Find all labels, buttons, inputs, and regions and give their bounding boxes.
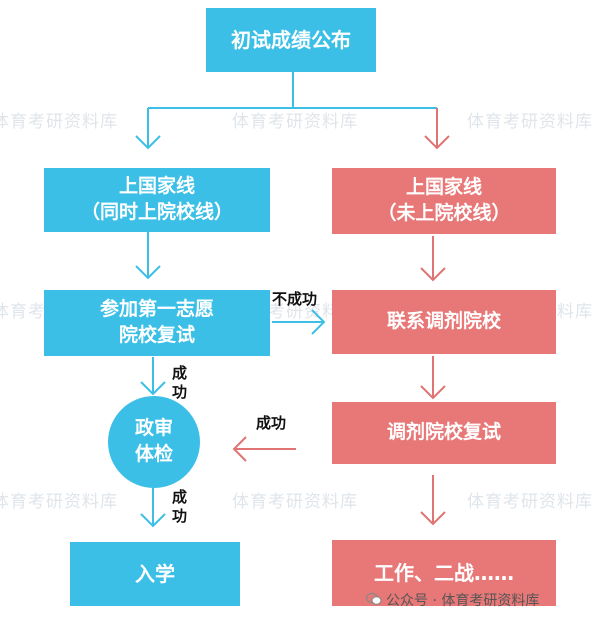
watermark-text: 体育考研资料库 xyxy=(0,492,118,512)
watermark-text: 体育考研资料库 xyxy=(467,492,593,512)
node-preliminary-results: 初试成绩公布 xyxy=(206,8,376,72)
node-adjustment-retest-label: 调剂院校复试 xyxy=(386,421,501,444)
node-contact-adjustment-label: 联系调剂院校 xyxy=(386,310,501,333)
node-first-choice-retest-line1: 参加第一志愿 xyxy=(99,298,214,321)
node-contact-adjustment: 联系调剂院校 xyxy=(332,290,556,354)
node-preliminary-results-label: 初试成绩公布 xyxy=(231,27,351,52)
footer-source: 公众号 · 体育考研资料库 xyxy=(386,593,540,609)
edge-label-success-1-char1: 成 xyxy=(172,364,188,382)
arrow-top-to-right xyxy=(424,108,450,150)
arrow-success-to-circle xyxy=(232,436,296,462)
node-work-or-retry: 工作、二战…… xyxy=(332,540,556,606)
edge-label-fail: 不成功 xyxy=(272,290,318,308)
wechat-icon xyxy=(366,592,382,605)
arrow-fail-to-contact xyxy=(272,309,326,335)
watermark-text: 体育考研资料库 xyxy=(232,492,358,512)
edge-label-success-1-char2: 功 xyxy=(172,382,188,401)
watermark-text: 体育考研资料库 xyxy=(0,112,118,132)
node-pass-national-only-line1: 上国家线 xyxy=(405,176,482,199)
edge-label-success-3-char2: 功 xyxy=(172,506,188,525)
arrow-right2-to-right3 xyxy=(420,356,446,400)
node-adjustment-retest: 调剂院校复试 xyxy=(332,402,556,464)
node-first-choice-retest: 参加第一志愿 院校复试 xyxy=(44,290,270,356)
node-pass-both-lines: 上国家线 （同时上院校线） xyxy=(44,168,270,232)
node-first-choice-retest-line2: 院校复试 xyxy=(118,324,195,346)
node-pass-national-only: 上国家线 （未上院校线） xyxy=(332,168,556,234)
edge-label-success-2: 成功 xyxy=(256,414,287,432)
node-enrollment-label: 入学 xyxy=(135,561,175,586)
edge-label-success-3-char1: 成 xyxy=(172,488,188,506)
arrow-top-to-left xyxy=(135,108,161,150)
arrow-circle-to-enroll xyxy=(140,486,166,528)
node-work-or-retry-label: 工作、二战…… xyxy=(374,560,514,585)
watermark-text: 体育考研资料库 xyxy=(467,112,593,132)
node-political-physical-check: 政审 体检 xyxy=(108,396,200,488)
node-pass-national-only-line2: （未上院校线） xyxy=(377,202,511,224)
arrow-left1-to-left2 xyxy=(135,232,161,280)
edge-label-success-3: 成 功 xyxy=(172,488,187,526)
watermark-text: 体育考研资料库 xyxy=(232,112,358,132)
node-enrollment: 入学 xyxy=(70,542,240,606)
arrow-right3-to-right4 xyxy=(420,475,446,526)
node-pass-both-lines-line1: 上国家线 xyxy=(118,175,195,198)
node-political-check-line1: 政审 xyxy=(134,417,173,440)
arrow-left2-to-circle xyxy=(140,357,166,396)
node-pass-both-lines-line2: （同时上院校线） xyxy=(80,201,233,223)
node-physical-check-line2: 体检 xyxy=(134,443,173,465)
arrow-right1-to-right2 xyxy=(420,236,446,282)
edge-label-success-1: 成 功 xyxy=(172,364,187,402)
